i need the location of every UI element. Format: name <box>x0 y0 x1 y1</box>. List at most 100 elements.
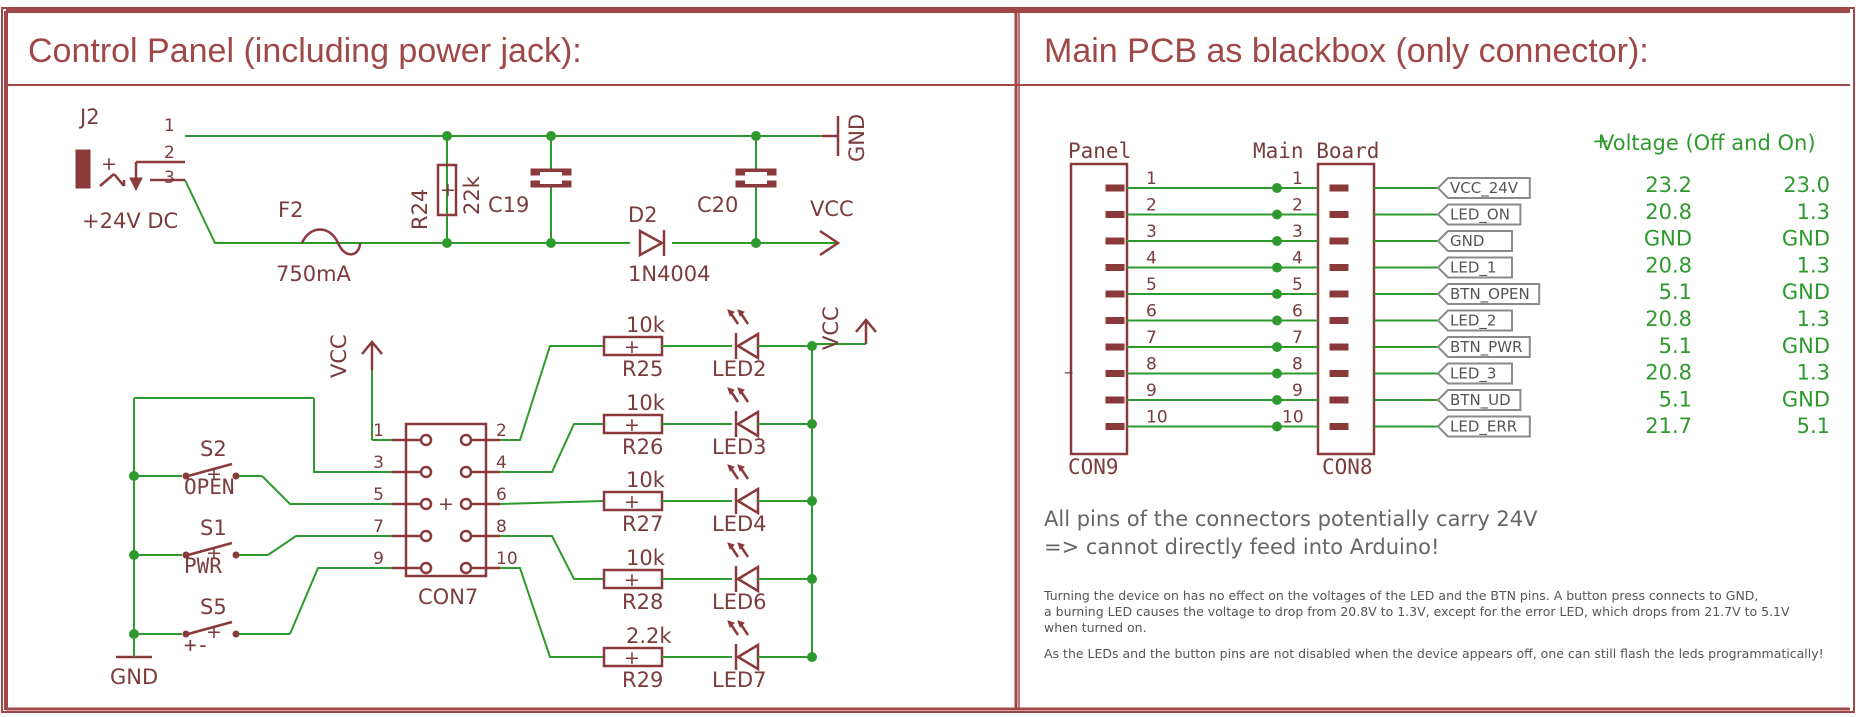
vcc-label-power: VCC <box>810 197 854 221</box>
led-name-led4: LED4 <box>712 512 767 536</box>
con8-pin-10 <box>1329 423 1349 430</box>
net-label-btn_open: BTN_OPEN <box>1450 285 1530 304</box>
con9-pin-label-1: 1 <box>1146 169 1157 189</box>
net-label-led_3: LED_3 <box>1450 365 1496 384</box>
led-name-led3: LED3 <box>712 435 767 459</box>
svg-text:+: + <box>206 463 222 485</box>
net-label-led_1: LED_1 <box>1450 259 1496 278</box>
con8-pin-6 <box>1329 317 1349 324</box>
voltage-on-4: 1.3 <box>1797 253 1830 277</box>
con8-pin-label-3: 3 <box>1292 222 1303 242</box>
con9-pin-4 <box>1105 264 1125 271</box>
svg-text:+: + <box>206 621 222 643</box>
con9-pin-label-6: 6 <box>1146 302 1157 322</box>
voltage-header: Voltage (Off and On) <box>1600 131 1816 155</box>
voltage-off-7: 5.1 <box>1659 334 1692 358</box>
switch-s5 <box>187 620 233 636</box>
led-name-led7: LED7 <box>712 668 767 692</box>
title-main-pcb: Main PCB as blackbox (only connector): <box>1044 32 1649 70</box>
led-led4 <box>735 486 760 516</box>
net-flag-btn_ud <box>1436 389 1522 411</box>
con7-pin-label-7: 7 <box>373 517 384 537</box>
con7-pin-1 <box>419 433 433 447</box>
net-label-led_on: LED_ON <box>1450 206 1510 225</box>
switch-name-s5: S5 <box>200 595 227 619</box>
con8-pin-label-2: 2 <box>1292 196 1303 216</box>
net-label-btn_pwr: BTN_PWR <box>1450 338 1522 357</box>
con7-pin-7 <box>419 529 433 543</box>
resistor-value-r25: 10k <box>626 313 666 337</box>
resistor-value-r27: 10k <box>626 468 666 492</box>
voltage-off-4: 20.8 <box>1645 253 1692 277</box>
voltage-on-6: 1.3 <box>1797 307 1830 331</box>
switch-value-s5: +- <box>184 633 209 657</box>
net-flag-led_1 <box>1436 256 1513 279</box>
r24-name: R24 <box>408 189 432 230</box>
con7-pin-8 <box>459 529 473 543</box>
voltage-off-10: 21.7 <box>1645 414 1692 438</box>
net-flag-btn_open <box>1436 283 1541 305</box>
vcc-label-panel: VCC <box>327 334 351 378</box>
con7-pin-9 <box>419 561 433 575</box>
con9-pin-label-7: 7 <box>1146 328 1157 348</box>
svg-text:+: + <box>440 179 456 201</box>
jack-value: +24V DC <box>82 209 178 233</box>
net-label-led_2: LED_2 <box>1450 312 1496 331</box>
connector-con7 <box>404 422 488 578</box>
net-label-btn_ud: BTN_UD <box>1450 391 1511 410</box>
switch-name-s1: S1 <box>200 516 227 540</box>
connector-con9 <box>1069 162 1129 456</box>
con9-pin-label-3: 3 <box>1146 222 1157 242</box>
switch-value-s1: PWR <box>184 554 222 578</box>
switch-s1 <box>187 541 233 557</box>
con9-pin-10 <box>1105 423 1125 430</box>
voltage-off-8: 20.8 <box>1645 361 1692 385</box>
con7-pin-label-2: 2 <box>496 421 507 441</box>
voltage-off-1: 23.2 <box>1645 173 1692 197</box>
c19-label: C19 <box>488 193 529 217</box>
panel-label: Panel <box>1068 139 1131 163</box>
con9-pin-1 <box>1105 184 1125 192</box>
con8-pin-label-7: 7 <box>1292 328 1303 348</box>
jack-pin-1: 1 <box>164 116 175 136</box>
svg-text:+: + <box>438 493 454 515</box>
resistor-r24 <box>436 163 458 217</box>
con9-pin-7 <box>1105 343 1125 351</box>
jack-name: J2 <box>78 105 100 129</box>
con9-pin-3 <box>1105 237 1125 245</box>
gnd-label-panel: GND <box>110 665 158 689</box>
con8-pin-label-9: 9 <box>1292 381 1303 401</box>
note-small-3: when turned on. <box>1044 620 1147 635</box>
svg-text:+: + <box>624 647 640 669</box>
jack-body <box>75 149 91 189</box>
svg-text:–: – <box>1064 361 1074 383</box>
jack-pin-2: 2 <box>164 143 175 163</box>
note-small-4: As the LEDs and the button pins are not … <box>1044 646 1824 661</box>
voltage-on-5: GND <box>1782 280 1830 304</box>
net-label-vcc_24v: VCC_24V <box>1450 179 1519 198</box>
led-led7 <box>735 642 760 672</box>
vcc-label-led: VCC <box>819 306 843 350</box>
con8-pin-5 <box>1329 290 1349 298</box>
con8-pin-9 <box>1329 396 1349 404</box>
net-flag-led_3 <box>1436 362 1513 385</box>
resistor-name-r26: R26 <box>622 435 663 459</box>
con7-pin-label-8: 8 <box>496 517 507 537</box>
con9-pin-label-5: 5 <box>1146 275 1157 295</box>
net-flag-btn_pwr <box>1436 336 1531 358</box>
con7-pin-label-3: 3 <box>373 453 384 473</box>
title-control-panel: Control Panel (including power jack): <box>28 32 582 70</box>
con8-pin-8 <box>1329 370 1349 377</box>
con8-pin-label-10: 10 <box>1282 408 1304 428</box>
con7-pin-4 <box>459 465 473 479</box>
note-line-2: => cannot directly feed into Arduino! <box>1044 535 1439 559</box>
con8-pin-3 <box>1329 237 1349 245</box>
con9-pin-label-4: 4 <box>1146 249 1157 269</box>
con7-pin-label-4: 4 <box>496 453 507 473</box>
net-flag-vcc_24v <box>1436 177 1531 199</box>
